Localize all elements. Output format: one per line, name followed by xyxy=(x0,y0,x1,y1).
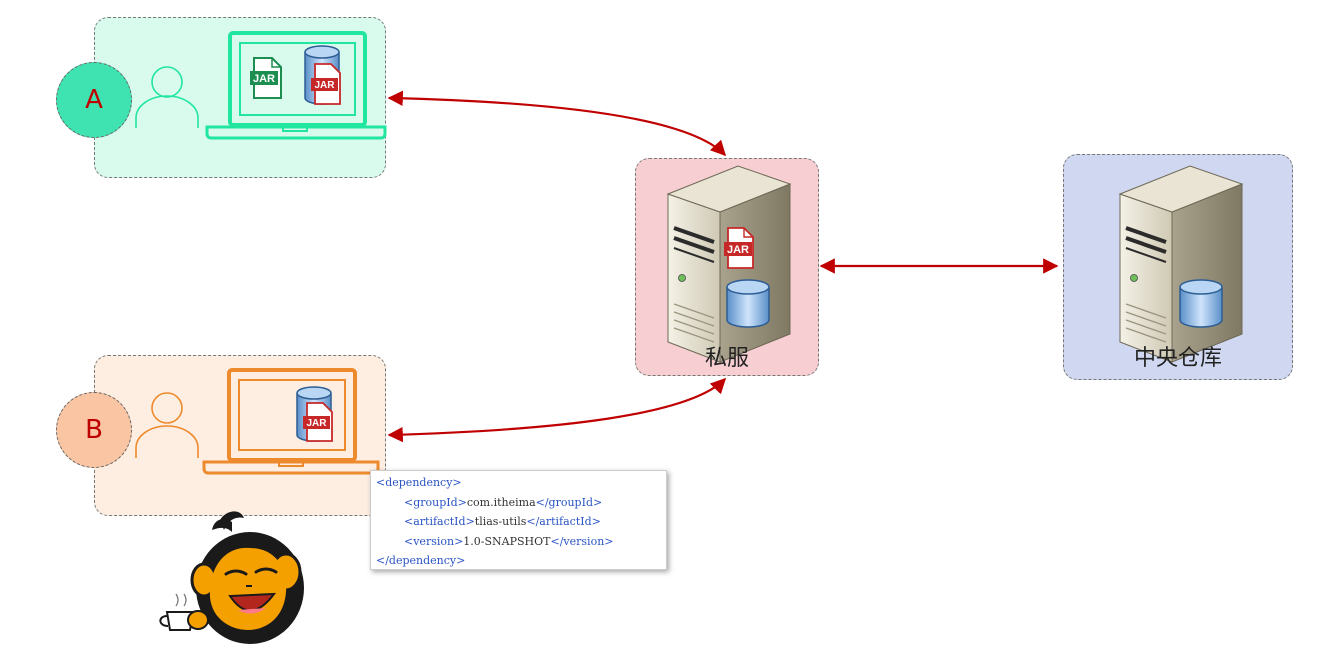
central-repository-label: 中央仓库 xyxy=(1133,346,1222,371)
central-server-icon xyxy=(1118,164,1244,364)
code-line: <dependency> xyxy=(376,476,462,489)
user-b-icon xyxy=(135,392,199,458)
code-line: <artifactId>tlias-utils</artifactId> xyxy=(404,515,601,528)
laptop-b-icon xyxy=(202,368,380,475)
svg-text:JAR: JAR xyxy=(253,73,275,85)
svg-text:JAR: JAR xyxy=(306,418,327,429)
dependency-code-snippet: <dependency> <groupId>com.itheima</group… xyxy=(370,470,667,570)
svg-text:JAR: JAR xyxy=(314,80,335,91)
database-icon xyxy=(1179,279,1223,328)
database-jar-icon: JAR xyxy=(296,386,333,442)
database-icon xyxy=(726,279,770,328)
arrow-a-to-private-server xyxy=(387,90,727,157)
user-a-icon xyxy=(135,66,199,128)
monkey-mascot-icon xyxy=(159,511,304,644)
svg-text:JAR: JAR xyxy=(727,244,749,256)
laptop-a-icon xyxy=(205,31,387,140)
arrow-b-to-private-server xyxy=(387,377,727,443)
private-server-label: 私服 xyxy=(704,346,749,371)
developer-b-letter: B xyxy=(85,415,103,445)
code-line: <version>1.0-SNAPSHOT</version> xyxy=(404,534,614,548)
jar-file-icon: JAR xyxy=(724,227,754,269)
developer-b-badge: B xyxy=(56,392,132,468)
code-line: <groupId>com.itheima</groupId> xyxy=(404,495,603,509)
developer-a-letter: A xyxy=(85,85,103,115)
code-line: </dependency> xyxy=(376,554,466,567)
developer-a-badge: A xyxy=(56,62,132,138)
database-jar-icon: JAR xyxy=(304,45,341,105)
jar-file-icon: JAR xyxy=(250,57,282,99)
